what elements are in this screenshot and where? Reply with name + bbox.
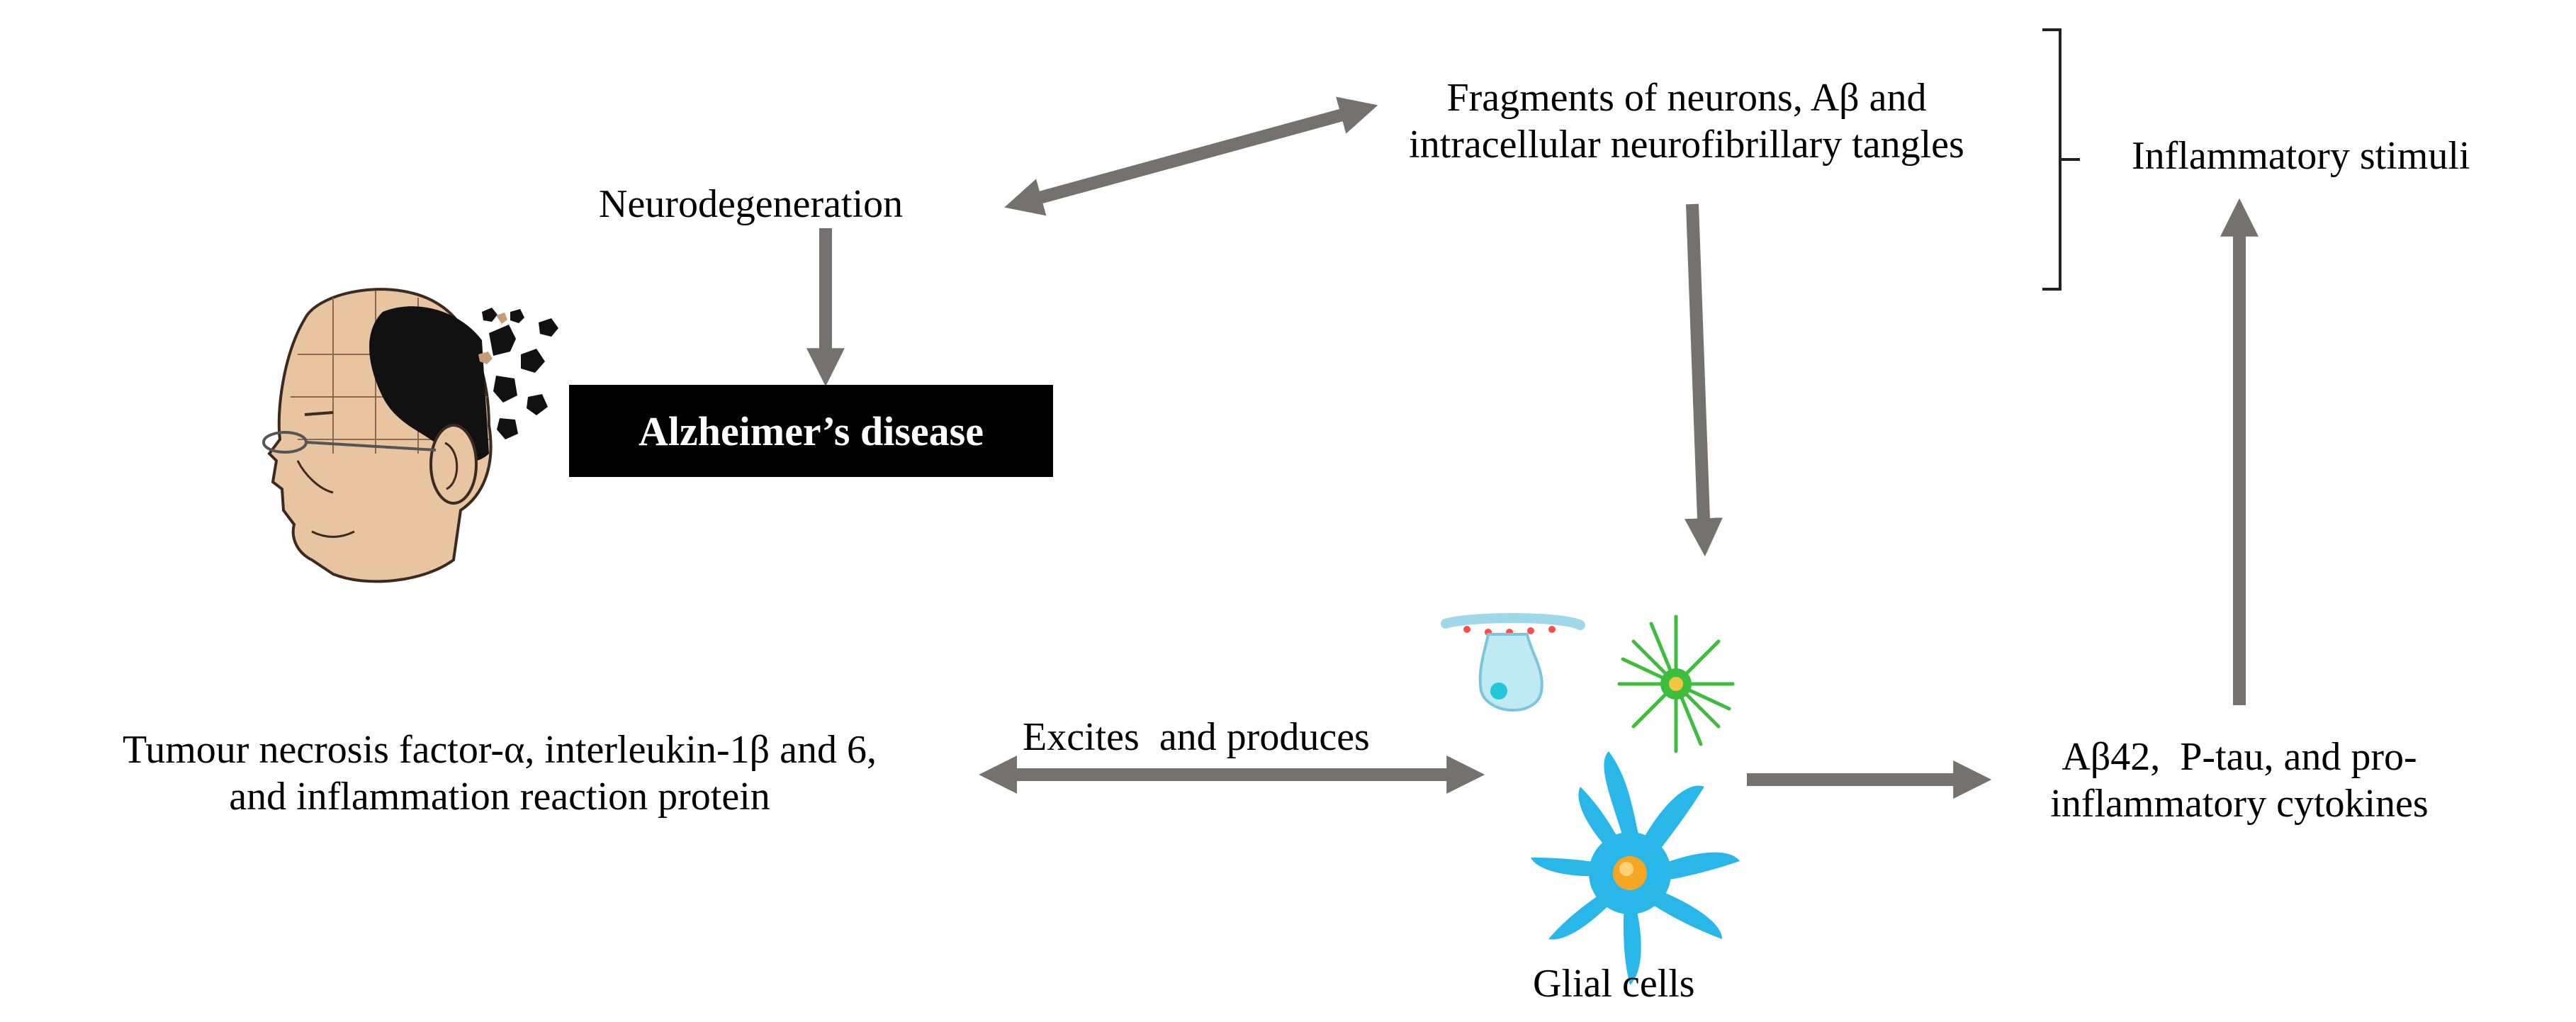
microglia-icon [1531,751,1740,985]
alzheimers-disease-box: Alzheimer’s disease [569,385,1053,477]
fragments-line-1: Fragments of neurons, Aβ and [1446,76,1927,120]
astrocyte-icon [1617,614,1735,753]
abeta-line-2: inflammatory cytokines [2050,782,2429,826]
arrow-neurodegeneration-fragments [1004,96,1378,216]
tnf-line-2: and inflammation reaction protein [229,775,770,819]
head-puzzle-icon [262,288,558,583]
glial-cells-label: Glial cells [1533,962,1695,1006]
abeta-label: Aβ42, P-tau, and pro- inflammatory cytok… [1991,734,2487,827]
fragments-line-2: intracellular neurofibrillary tangles [1409,123,1964,167]
neurodegeneration-label: Neurodegeneration [599,182,904,226]
tnf-label: Tumour necrosis factor-α, interleukin-1β… [14,726,985,820]
neuron-cell-icon [1441,613,1585,712]
abeta-line-1: Aβ42, P-tau, and pro- [2062,735,2417,779]
arrow-fragments-glial [1684,203,1723,557]
fragments-label: Fragments of neurons, Aβ and intracellul… [1332,74,2041,168]
bracket [2042,28,2080,291]
tnf-line-1: Tumour necrosis factor-α, interleukin-1β… [123,728,877,772]
excites-label: Excites and produces [1023,715,1370,759]
inflammatory-stimuli-label: Inflammatory stimuli [2132,134,2470,178]
